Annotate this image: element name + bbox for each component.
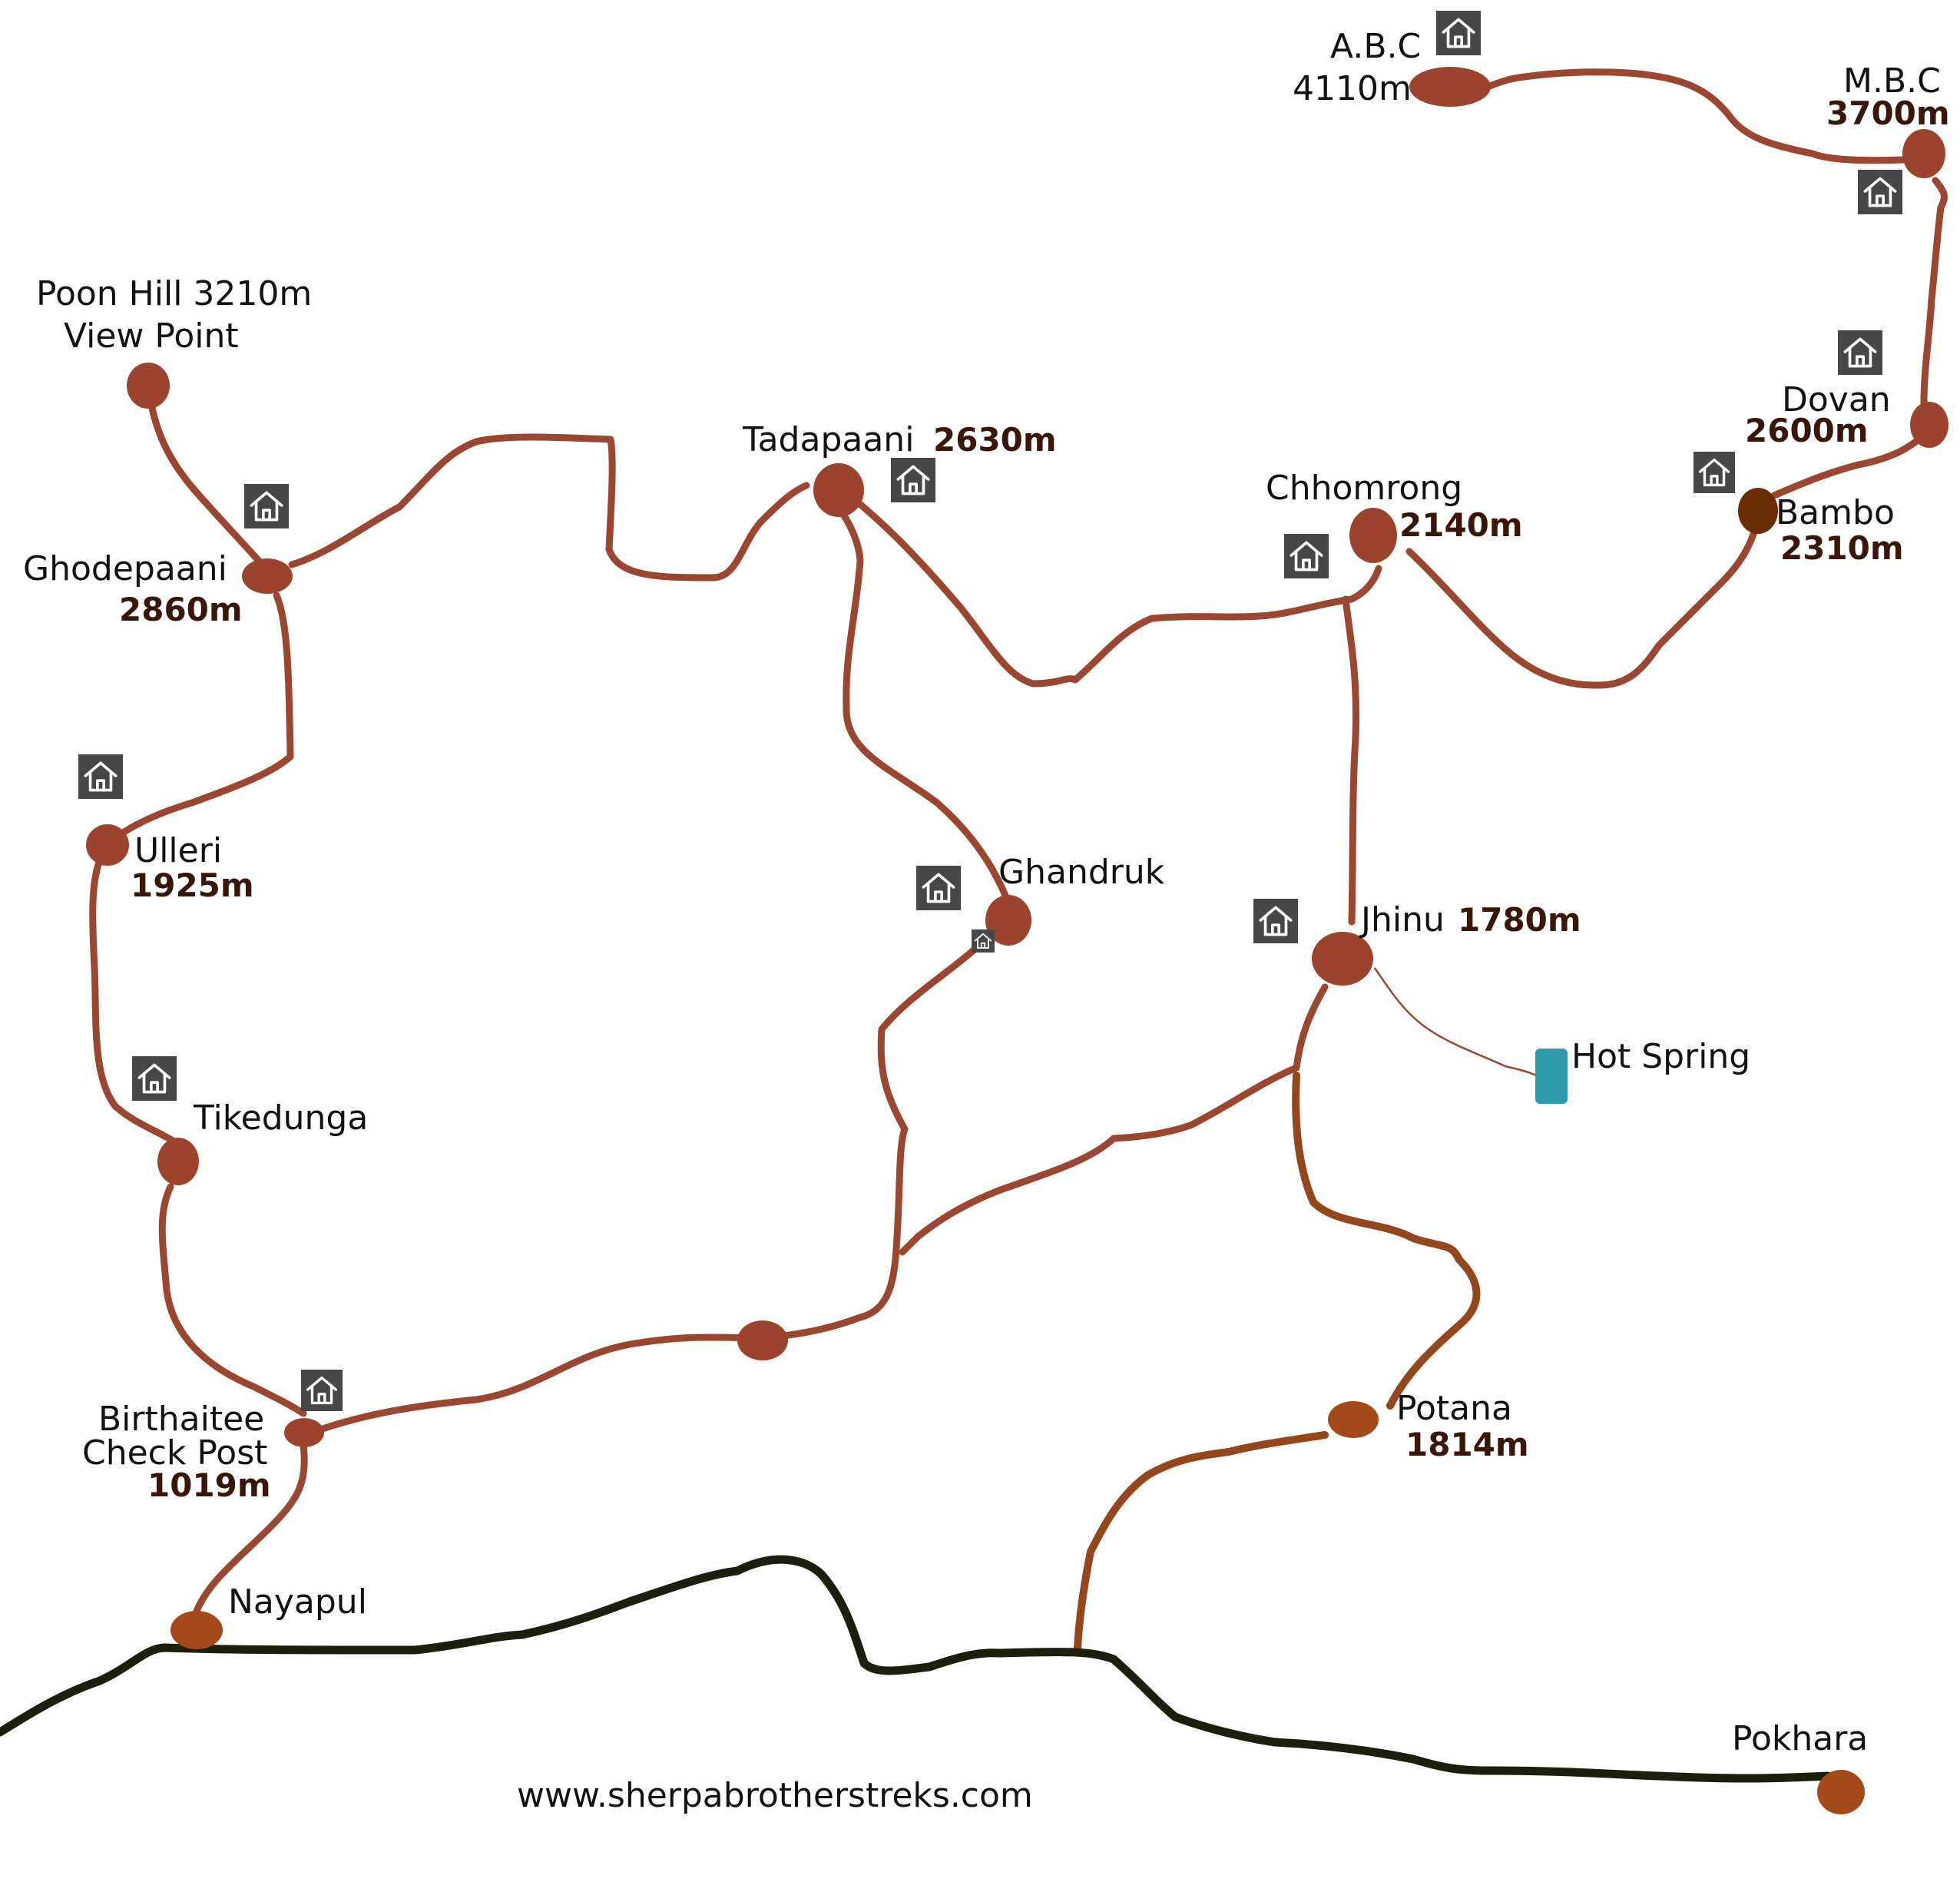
trail-ghodepaani-tadapaani [288, 433, 810, 581]
house-icon [972, 929, 995, 953]
node-ulleri[interactable] [86, 824, 129, 866]
label-ghodepaani: Ghodepaani [23, 549, 227, 588]
trail-jhinu-potana [1292, 1072, 1481, 1410]
node-birthaitee[interactable] [284, 1418, 324, 1447]
house-icon [891, 458, 935, 502]
label-abc-alt: 4110m [1293, 69, 1412, 108]
label-tadapaani: Tadapaani [742, 420, 914, 459]
house-icon [1284, 534, 1329, 578]
node-chhomrong[interactable] [1349, 508, 1397, 563]
node-pokhara[interactable] [1817, 1770, 1865, 1814]
node-mbc[interactable] [1902, 129, 1945, 178]
node-tikedunga[interactable] [157, 1138, 199, 1185]
label-ghandruk: Ghandruk [998, 853, 1165, 892]
node-abc[interactable] [1409, 67, 1491, 107]
node-dovan[interactable] [1910, 402, 1948, 448]
label-nayapul: Nayapul [228, 1582, 367, 1622]
trail-poonhill-ghodepaani [144, 382, 273, 576]
node-tadapaani[interactable] [813, 463, 864, 517]
label-potana: Potana [1396, 1389, 1512, 1428]
node-jhinu[interactable] [1312, 932, 1373, 986]
label-mbc: M.B.C [1843, 61, 1941, 101]
label-tikedunga: Tikedunga [193, 1098, 368, 1138]
trail-jhinu-hotspring [1373, 967, 1537, 1077]
node-ghandruk[interactable] [985, 895, 1031, 946]
label-birthaitee-alt: 1019m [147, 1466, 271, 1504]
house-icon [1838, 330, 1882, 375]
trail-birthaitee-ghandruk [319, 945, 979, 1433]
trail-chhomrong-bambo [1405, 526, 1759, 689]
trail-bambo-dovan [1770, 428, 1932, 499]
trail-ghodepaani-ulleri [104, 591, 294, 849]
label-tadapaani-alt: 2630m [933, 421, 1057, 459]
lodge-icons [78, 11, 1902, 1411]
node-ghodepaani[interactable] [242, 558, 293, 594]
label-bambo: Bambo [1776, 493, 1895, 532]
label-birthaitee: Birthaitee [98, 1400, 264, 1439]
label-birthaitee-sub: Check Post [82, 1433, 267, 1473]
label-jhinu-alt: 1780m [1458, 901, 1581, 939]
label-poon-hill: Poon Hill 3210m [36, 274, 312, 313]
label-poon-hill-sub: View Point [64, 316, 239, 356]
house-icon [301, 1370, 343, 1411]
label-jhinu: Jhinu [1359, 900, 1445, 939]
trail-chhomrong-jhinu [1342, 595, 1360, 926]
trail-tadapaani-chhomrong [841, 488, 1382, 688]
label-potana-alt: 1814m [1405, 1426, 1529, 1463]
label-pokhara: Pokhara [1732, 1719, 1868, 1758]
label-dovan: Dovan [1782, 380, 1891, 419]
place-labels: A.B.C 4110m M.B.C 3700m Poon Hill 3210m … [23, 27, 1950, 1815]
trail-jhinu-cross [899, 983, 1329, 1256]
trail-dovan-mbc [1920, 177, 1948, 407]
label-dovan-alt: 2600m [1745, 412, 1869, 449]
label-ulleri: Ulleri [134, 831, 222, 870]
hot-spring-marker[interactable] [1535, 1049, 1568, 1104]
house-icon [1436, 11, 1481, 55]
label-ghodepaani-alt: 2860m [119, 591, 243, 628]
house-icon [132, 1056, 177, 1101]
node-nayapul[interactable] [171, 1611, 223, 1649]
trek-trails [89, 68, 1948, 1652]
house-icon [1693, 452, 1735, 493]
node-potana[interactable] [1328, 1401, 1379, 1438]
node-bambo[interactable] [1738, 488, 1778, 534]
trail-stops [86, 67, 1948, 1814]
road-nayapul-pokhara [0, 1555, 1833, 1783]
label-chhomrong-alt: 2140m [1399, 506, 1523, 544]
trail-birthaitee-nayapul [192, 1440, 308, 1617]
node-poon-hill[interactable] [127, 363, 170, 409]
trail-ghandruk-tadapaani [833, 503, 1010, 901]
house-icon [1858, 170, 1902, 214]
house-icon [916, 866, 961, 910]
label-chhomrong: Chhomrong [1266, 469, 1462, 508]
trail-ulleri-tikedunga [89, 857, 177, 1145]
trail-mbc-abc [1486, 68, 1907, 164]
website-link[interactable]: www.sherpabrotherstreks.com [517, 1776, 1033, 1815]
trail-potana-road [1074, 1431, 1329, 1652]
trail-tikedunga-birthaitee [158, 1183, 307, 1417]
house-icon [244, 484, 289, 528]
label-abc: A.B.C [1330, 27, 1421, 66]
label-ulleri-alt: 1925m [131, 866, 254, 904]
label-mbc-alt: 3700m [1826, 94, 1950, 132]
node-midway[interactable] [737, 1320, 788, 1360]
house-icon [1253, 899, 1298, 943]
house-icon [78, 754, 123, 799]
label-hot-spring: Hot Spring [1571, 1037, 1750, 1076]
label-bambo-alt: 2310m [1780, 529, 1904, 567]
